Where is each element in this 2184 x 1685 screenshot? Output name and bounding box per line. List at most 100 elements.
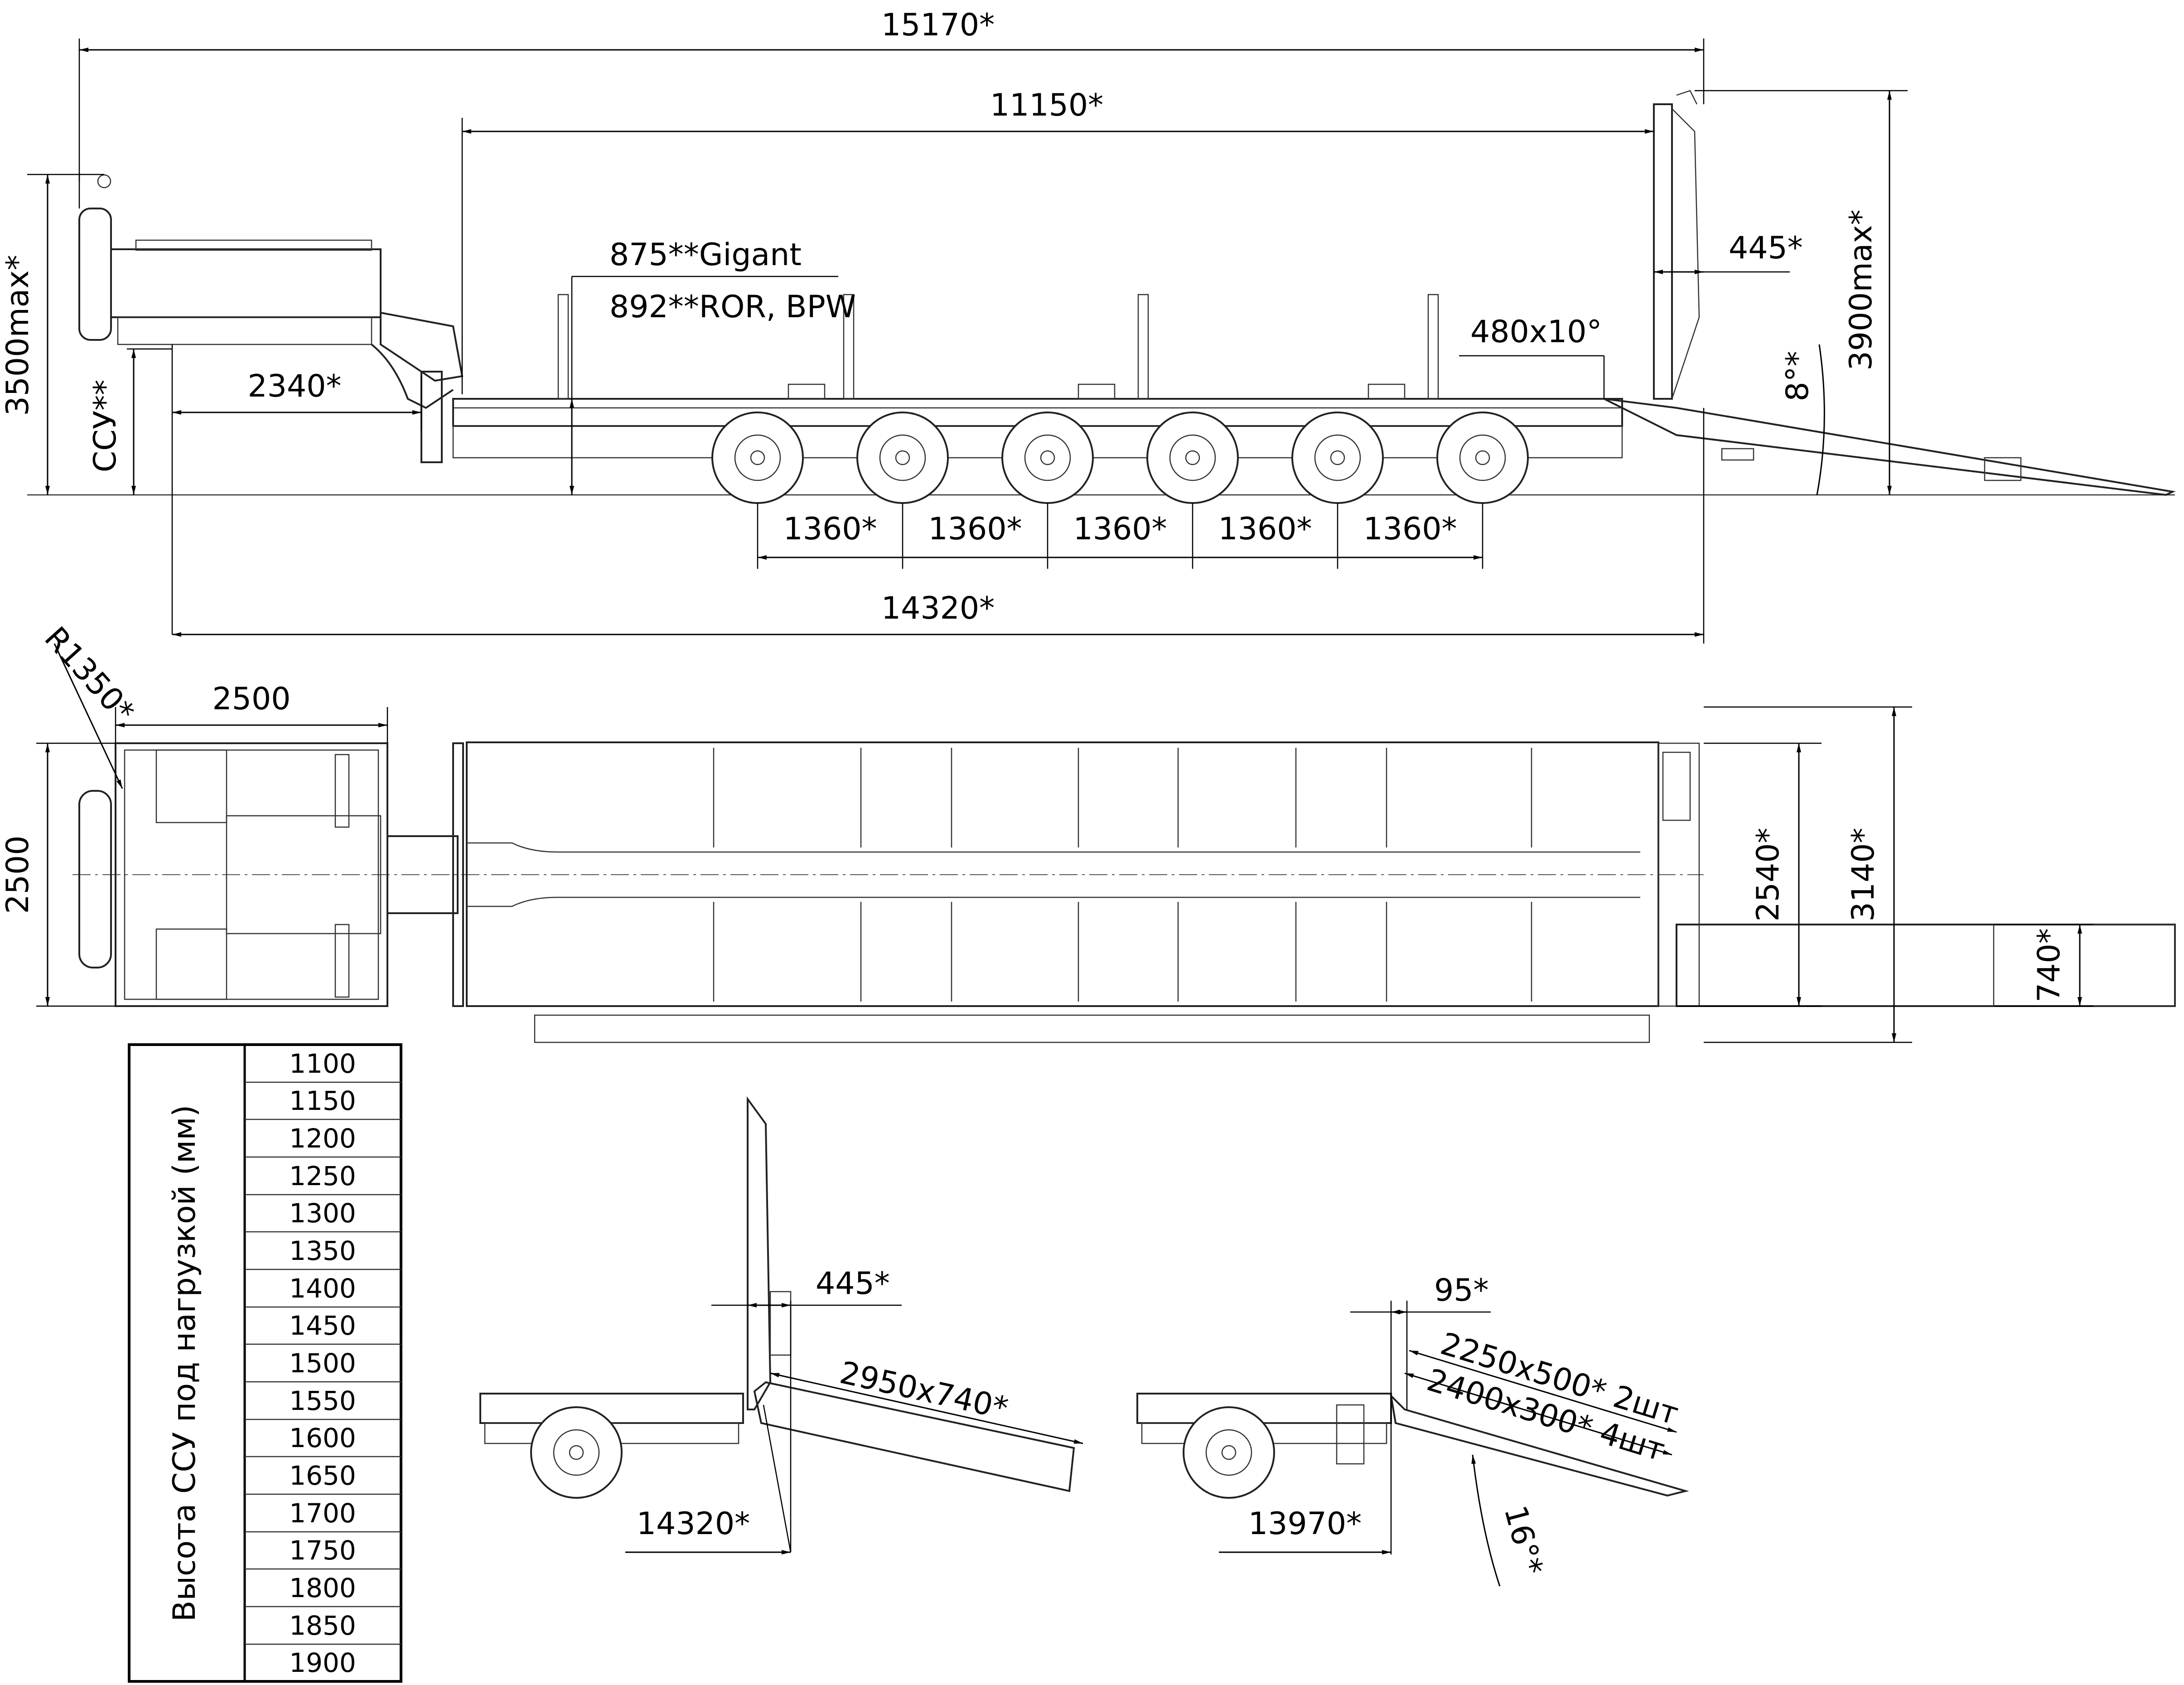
dim-inner-width: 2540* [1677,742,1822,1007]
dim-ramp-angle: 8°* [1780,344,1825,495]
gooseneck-neck [380,311,464,382]
axle-spacing-label: 1360* [1073,511,1167,547]
dim-deck-height: 875**Gigant 892**ROR, BPW [570,237,856,495]
gooseneck [78,172,464,463]
table-cell: 1200 [289,1123,356,1154]
table-cell: 1900 [289,1647,356,1678]
dim-width-with-ramps: 3140* [1704,706,1912,1043]
dim-angle: 16°* [1471,1454,1550,1587]
ramp-outline [1676,924,2176,1007]
loading-ramp [1604,398,2176,496]
landing-leg [420,371,443,463]
overall-width-label: 2500 [0,835,36,914]
table-cell: 1150 [289,1085,356,1116]
dim-ramp-size: 2950x740* [770,1355,1083,1444]
axle-group [711,412,1529,504]
table-cell: 1650 [289,1460,356,1491]
dim-kingpin-offset: 2340* [171,344,422,634]
top-view: R1350* 2500 2500 2540* 3140* [0,620,2176,1043]
table-cell: 1850 [289,1610,356,1641]
table-cell: 1600 [289,1423,356,1453]
ramp-width-label: 740* [2031,928,2067,1002]
angle-label: 16°* [1497,1502,1550,1579]
dim-length: 14320* [625,1506,791,1554]
dim-ramp-hinge: 445* [1654,230,1803,274]
gooseneck-top [78,742,464,1007]
raised-ramp [747,1096,772,1410]
table-header: Высота ССУ под нагрузкой (мм) [167,1105,203,1622]
table-cell: 1450 [289,1310,356,1341]
dim-hinge: 445* [711,1266,902,1307]
platform-length-label: 11150* [990,87,1103,123]
width-with-ramps-label: 3140* [1846,828,1881,921]
table-cell: 1750 [289,1535,356,1566]
table-cell: 1300 [289,1198,356,1229]
axle-spacing-label: 1360* [783,511,877,547]
ramp-detail-view-1: 445* 2950x740* 14320* [479,1096,1083,1554]
wheel [1436,412,1529,504]
ramp-top [1676,924,2176,1007]
wheel [1291,412,1384,504]
table-cell: 1400 [289,1273,356,1304]
dim-ssu: ССУ** [87,348,172,495]
stake-posts [557,294,1439,400]
inner-width-label: 2540* [1750,828,1786,921]
dim-ramp-height: 3900max* [1695,90,1908,495]
dim-ramp-sizes: 2250x500* 2шт 2400x300* 4шт [1404,1326,1682,1468]
lowered-ramp [1390,1393,1689,1497]
ssu-table: Высота ССУ под нагрузкой (мм) 1100 1150 … [128,1043,402,1683]
platform-top [466,741,1700,1043]
wheel [1183,1406,1275,1499]
axle-spacing-label: 1360* [1218,511,1312,547]
dim-overall-width: 2500 [0,742,116,1007]
ramp-hinge-label: 445* [1729,230,1803,266]
offset-label: 95* [1434,1273,1489,1308]
wheel [711,412,804,504]
lowered-ramp [753,1381,1075,1492]
dim-length: 13970* [1219,1506,1391,1554]
dim-gooseneck-width: 2500 [115,681,388,743]
rear-ramp [1604,90,2176,496]
overall-length-label: 15170* [881,7,995,43]
table-cell: 1550 [289,1385,356,1416]
deck-height-gigant-label: 875**Gigant [609,237,802,273]
table-cell: 1100 [289,1048,356,1079]
raised-ramp [1653,103,1673,400]
dim-max-height: 3500max* [0,174,104,495]
table-outline [128,1043,402,1683]
deck-height-ror-label: 892**ROR, BPW [609,289,856,325]
max-height-label: 3500max* [0,255,36,416]
ramp-height-label: 3900max* [1843,209,1879,370]
axle-spacing-label: 1360* [928,511,1022,547]
table-cell: 1700 [289,1498,356,1529]
table-cell: 1500 [289,1348,356,1379]
ssu-label: ССУ** [87,380,123,472]
dim-offset: 95* [1350,1273,1491,1314]
axle-spacing-label: 1360* [1363,511,1457,547]
ramp-offset-label: 480x10° [1470,314,1602,350]
wheel [1146,412,1239,504]
stake-pads [788,383,1406,400]
table-cell: 1250 [289,1161,356,1191]
dim-overall-length: 15170* [78,7,1705,181]
dim-ramp-offset: 480x10° [1459,314,1605,399]
hinge-label: 445* [816,1266,890,1302]
dim-axle-spacings: 1360* 1360* 1360* 1360* 1360* [757,503,1483,569]
spare-wheel-top [78,790,112,968]
length-label: 13970* [1248,1506,1362,1542]
kingpin-offset-label: 2340* [247,368,341,404]
deck-panel-dividers [713,748,1532,1002]
dim-kingpin-to-ramp: 14320* [172,408,1705,644]
table-cell: 1350 [289,1235,356,1266]
front-radius-label: R1350* [37,620,141,730]
ramp-detail-view-2: 95* 2250x500* 2шт 2400x300* 4шт 13970* 1… [1136,1273,1689,1587]
wheel [856,412,949,504]
dim-front-radius: R1350* [37,620,141,789]
spare-wheel [78,208,112,341]
table-rows: 1100 1150 1200 1250 1300 1350 1400 1450 … [245,1048,401,1678]
side-view: 15170* 11150* 3500max* ССУ** 2340* [0,7,2176,644]
ramp-angle-label: 8°* [1780,351,1816,401]
table-cell: 1800 [289,1573,356,1603]
wheel [530,1406,623,1499]
